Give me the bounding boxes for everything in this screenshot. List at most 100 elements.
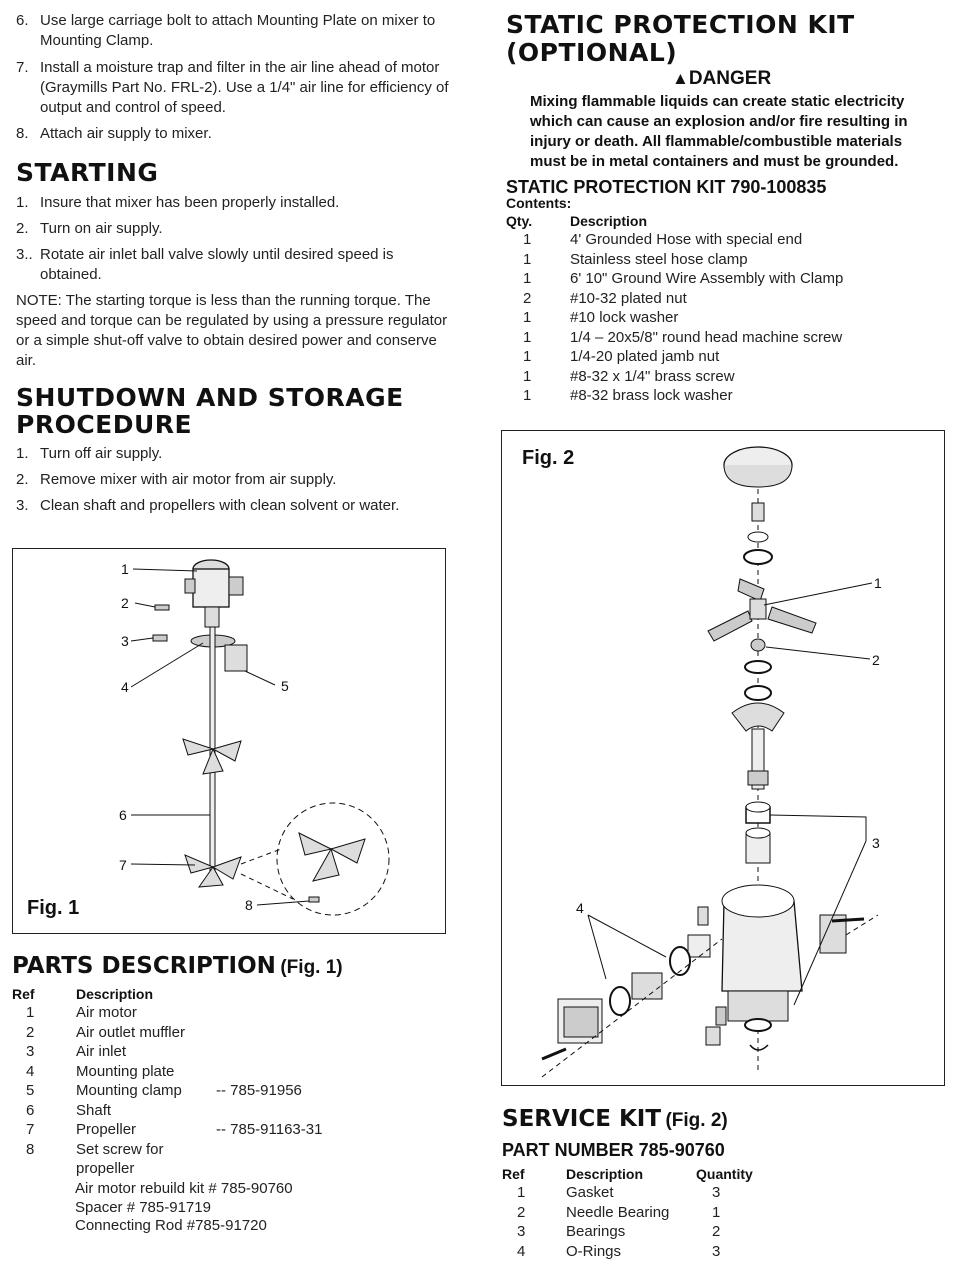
fig1-callouts: 1 2 3 4 5 6 7 8 (119, 561, 289, 913)
starting-heading: STARTING (16, 158, 159, 187)
table-row: 1#8-32 brass lock washer (506, 386, 910, 406)
ref: 1 (517, 1184, 526, 1201)
ref: 5 (26, 1082, 35, 1099)
col-quantity: Quantity (696, 1166, 753, 1182)
description: Needle Bearing (566, 1203, 670, 1221)
danger-text-label: DANGER (688, 68, 772, 89)
step-number: 3. (16, 497, 29, 514)
description: 6' 10" Ground Wire Assembly with Clamp (570, 270, 844, 287)
step-text: Clean shaft and propellers with clean so… (40, 497, 400, 514)
starting-step-1: 1. Insure that mixer has been properly i… (16, 193, 456, 215)
shutdown-heading-line2: PROCEDURE (16, 410, 193, 439)
step-text: Turn on air supply. (40, 220, 163, 237)
danger-text: Mixing flammable liquids can create stat… (530, 92, 950, 172)
fig1-callout-2: 2 (121, 595, 129, 611)
ref: 3 (517, 1223, 526, 1240)
part-number (216, 1023, 336, 1043)
ref: 3 (26, 1043, 35, 1060)
description: Mounting clamp (76, 1082, 182, 1099)
part-number: -- 785-91163-31 (216, 1121, 323, 1138)
parts-heading-suffix: (Fig. 1) (280, 957, 343, 978)
step-number: 3.. (16, 246, 33, 263)
qty: 1 (523, 328, 532, 346)
step-number: 8. (16, 125, 29, 142)
fig1-callout-1: 1 (121, 561, 129, 577)
starting-step-3: 3.. Rotate air inlet ball valve slowly u… (16, 245, 456, 287)
step-number: 6. (16, 12, 29, 29)
description: Stainless steel hose clamp (570, 250, 748, 268)
parts-extras: Air motor rebuild kit # 785-90760 Spacer… (75, 1180, 293, 1236)
step-number: 1. (16, 445, 29, 462)
connecting-rod-line: Connecting Rod #785-91720 (75, 1217, 267, 1234)
col-description: Description (76, 986, 154, 1002)
description: 1/4 – 20x5/8" round head machine screw (570, 328, 843, 346)
static-kit-heading-line2: (OPTIONAL) (506, 38, 678, 67)
qty: 1 (523, 309, 532, 326)
qty: 1 (523, 387, 532, 404)
description: Air motor (76, 1004, 137, 1021)
step-number: 7. (16, 59, 29, 76)
description: Gasket (566, 1184, 614, 1201)
step-text: Rotate air inlet ball valve slowly until… (40, 246, 394, 283)
description: Bearings (566, 1223, 626, 1240)
table-row: 7 Propeller -- 785-91163-31 (12, 1120, 336, 1140)
fig1-callout-8: 8 (245, 897, 253, 913)
danger-label: ▲DANGER (672, 68, 771, 90)
step-text: Insure that mixer has been properly inst… (40, 194, 340, 211)
danger-line: injury or death. All flammable/combustib… (530, 133, 903, 150)
fig1-callout-7: 7 (119, 857, 127, 873)
warning-triangle-icon: ▲ (672, 69, 689, 88)
description: 4' Grounded Hose with special end (570, 231, 803, 248)
service-kit-heading-suffix: (Fig. 2) (665, 1110, 728, 1131)
shutdown-step-2: 2. Remove mixer with air motor from air … (16, 470, 456, 492)
quantity: 3 (712, 1242, 721, 1260)
fig2-callout-3: 3 (872, 835, 880, 851)
static-kit-title: STATIC PROTECTION KIT 790-100835 (506, 177, 827, 197)
part-number (216, 1062, 336, 1082)
air-motor-exploded-illustration (541, 446, 879, 1078)
description: Air outlet muffler (76, 1023, 185, 1041)
contents-label: Contents: (506, 195, 572, 211)
install-step-6: 6. Use large carriage bolt to attach Mou… (16, 11, 456, 53)
ref: 2 (26, 1023, 35, 1041)
mixer-assembly-illustration (130, 559, 390, 916)
parts-heading: PARTS DESCRIPTION (Fig. 1) (12, 953, 343, 979)
description: Mounting plate (76, 1062, 175, 1080)
step-text: Use large carriage bolt to attach Mounti… (40, 12, 436, 49)
ref: 2 (517, 1203, 526, 1221)
description: Propeller (76, 1121, 137, 1138)
col-part (216, 985, 336, 1003)
ref: 7 (26, 1121, 35, 1138)
table-row: 1 Air motor (12, 1003, 336, 1023)
description: O-Rings (566, 1242, 622, 1260)
fig2-label: Fig. 2 (522, 447, 575, 469)
danger-line: which can cause an explosion and/or fire… (530, 113, 908, 130)
quantity: 1 (712, 1203, 721, 1221)
col-description: Description (570, 213, 648, 229)
part-number: -- 785-91956 (216, 1082, 302, 1099)
step-number: 1. (16, 194, 29, 211)
fig1-callout-6: 6 (119, 807, 127, 823)
shutdown-step-1: 1. Turn off air supply. (16, 444, 456, 466)
step-text: Turn off air supply. (40, 445, 163, 462)
table-row: 1#10 lock washer (506, 308, 910, 328)
ref: 4 (517, 1242, 526, 1260)
danger-line: must be in metal containers and must be … (530, 153, 899, 170)
ref: 1 (26, 1004, 35, 1021)
description: #8-32 x 1/4" brass screw (570, 367, 735, 385)
qty: 1 (523, 348, 532, 365)
step-number: 2. (16, 471, 29, 488)
figure-1: 1 2 3 4 5 6 7 8 Fig. 1 (12, 548, 446, 934)
table-row: 1 1/4 – 20x5/8" round head machine screw (506, 328, 910, 348)
install-step-7: 7. Install a moisture trap and filter in… (16, 58, 456, 120)
step-text: Install a moisture trap and filter in th… (40, 59, 449, 116)
fig2-callout-4: 4 (576, 900, 584, 916)
